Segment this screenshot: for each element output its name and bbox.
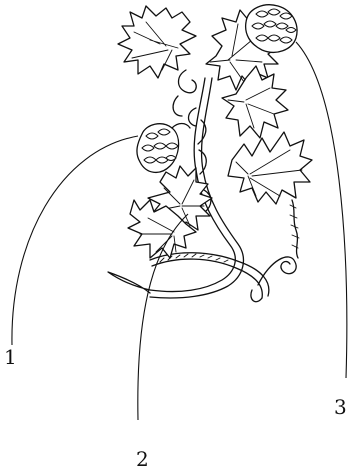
leaf-top-left [118,6,196,78]
upper-tendrils [173,70,196,126]
bud-spike [290,200,299,258]
label-2: 2 [136,447,149,471]
hop-cone-left [137,124,190,173]
leaf-right-lower [228,132,312,204]
label-3: 3 [334,395,347,419]
tendril-curl [251,257,296,302]
leader-line-1 [12,136,138,345]
label-1: 1 [4,345,17,369]
leader-line-3 [296,42,347,378]
